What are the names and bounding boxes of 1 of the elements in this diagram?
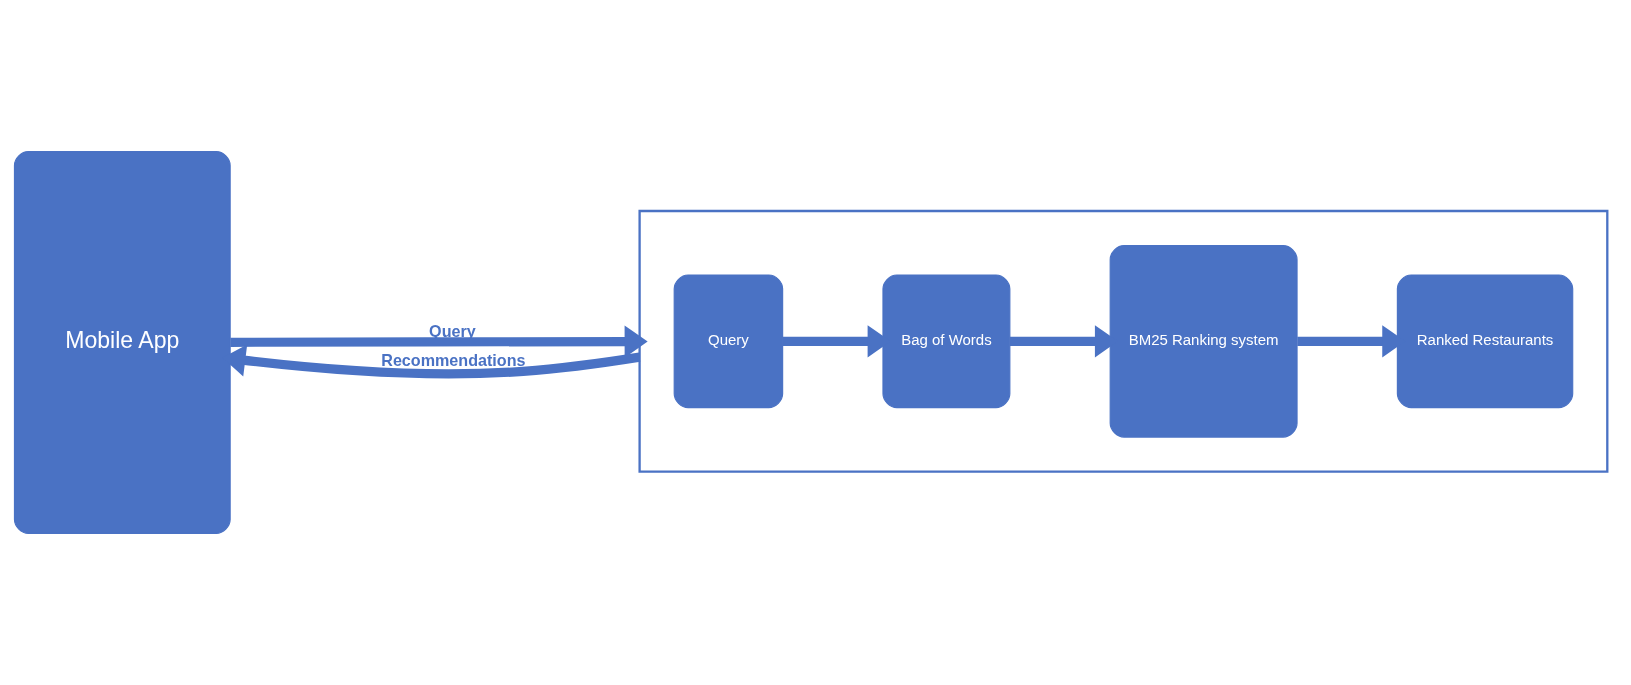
edge-label: Recommendations bbox=[381, 350, 526, 369]
